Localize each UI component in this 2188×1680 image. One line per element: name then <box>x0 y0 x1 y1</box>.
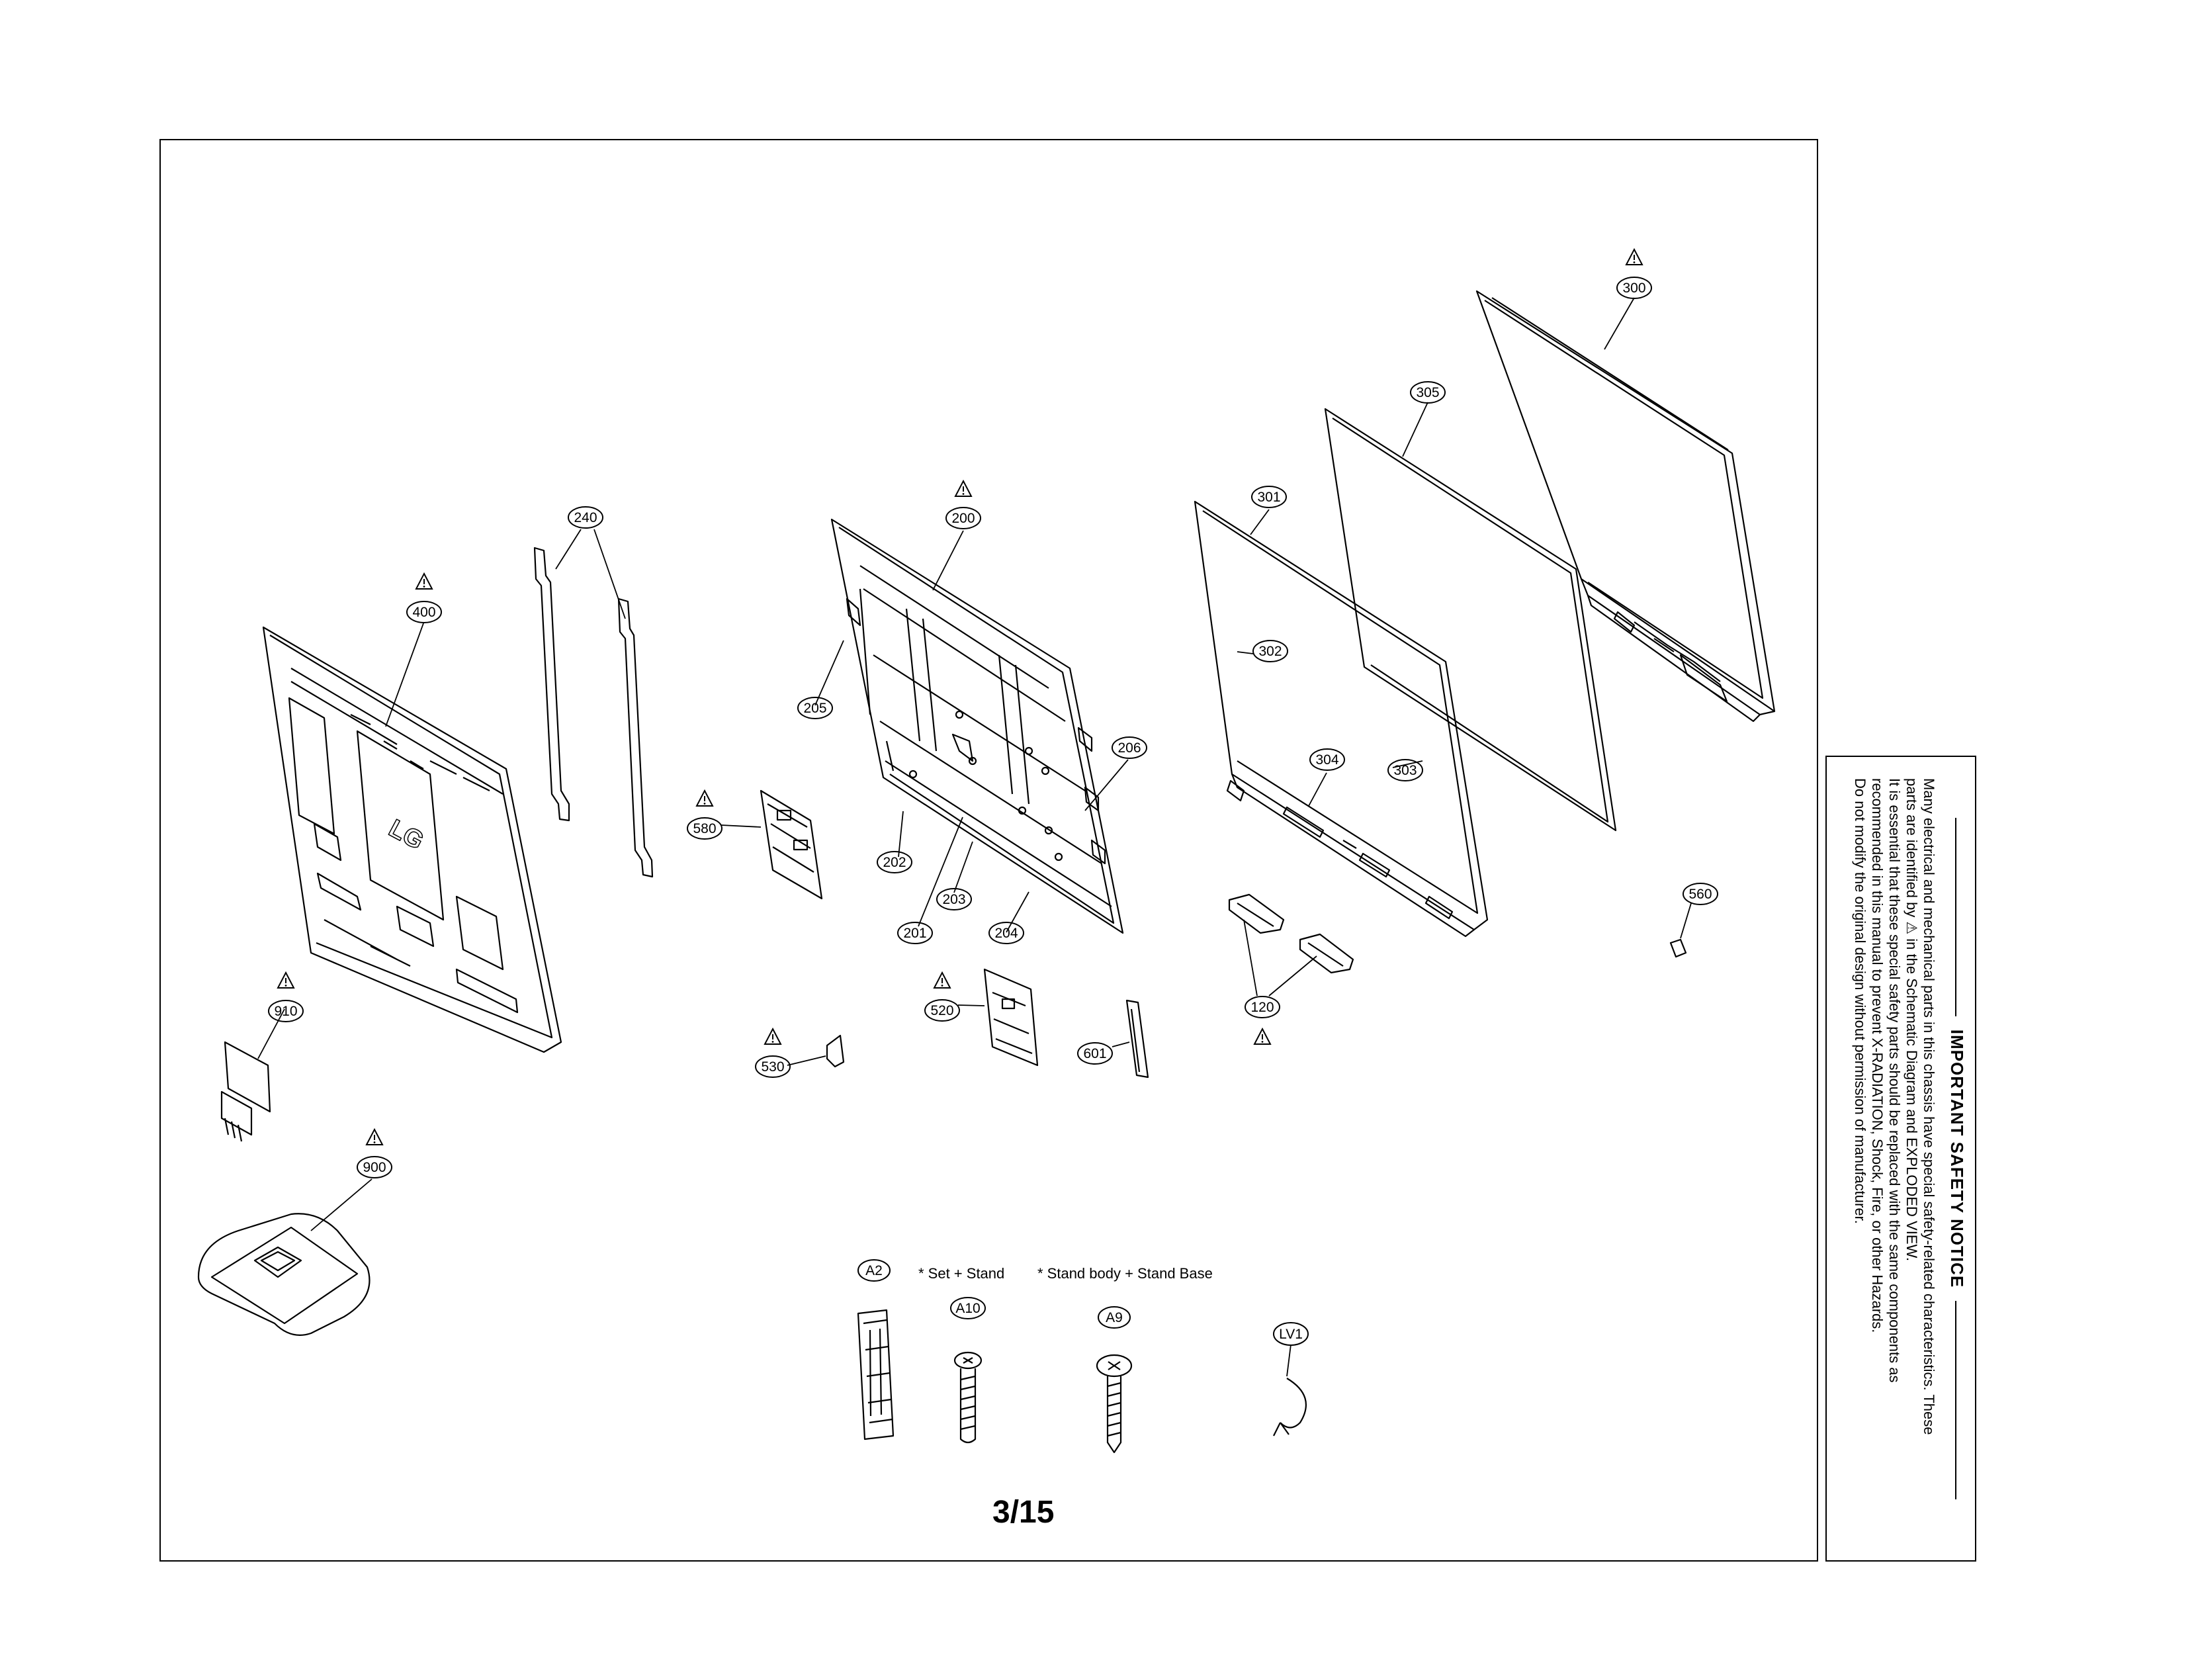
safety-notice: IMPORTANT SAFETY NOTICE Many electrical … <box>1825 756 1976 1562</box>
callout-206: 206 <box>1117 740 1141 756</box>
part-910 <box>220 1041 271 1142</box>
callout-202: 202 <box>883 855 906 870</box>
side-rails-240 <box>533 547 654 878</box>
safety-notice-box <box>1825 756 1976 1562</box>
part-560 <box>1669 938 1687 958</box>
safety-notice-line-2: parts are identified by ⚠ in the Schemat… <box>1904 778 1920 1262</box>
safety-notice-line-4: recommended in this manual to prevent X-… <box>1869 778 1886 1333</box>
board-520 <box>983 968 1039 1067</box>
callout-204: 204 <box>994 926 1018 941</box>
screw-A9 <box>1096 1354 1133 1454</box>
callout-A10: A10 <box>955 1301 980 1316</box>
callout-301: 301 <box>1257 490 1280 505</box>
callout-560: 560 <box>1688 887 1712 902</box>
safety-notice-line-5: Do not modify the original design withou… <box>1852 778 1868 1224</box>
speakers-120 <box>1228 893 1354 974</box>
callout-304: 304 <box>1315 752 1338 768</box>
back-cover-400 <box>262 626 562 1053</box>
callout-201: 201 <box>903 926 926 941</box>
callout-400: 400 <box>412 605 435 620</box>
page-number: 3/15 <box>992 1495 1055 1530</box>
stand-base-900 <box>197 1213 371 1336</box>
screw-A10 <box>953 1351 983 1444</box>
part-601 <box>1125 999 1149 1079</box>
callout-A9: A9 <box>1106 1310 1123 1325</box>
optical-sheet-305 <box>1324 408 1617 832</box>
callout-900: 900 <box>363 1160 386 1175</box>
stand-body-note: * Stand body + Stand Base <box>1037 1265 1213 1282</box>
callout-303: 303 <box>1393 763 1417 778</box>
callout-205: 205 <box>803 701 826 716</box>
callout-LV1: LV1 <box>1279 1327 1303 1342</box>
diagram-frame <box>159 139 1818 1562</box>
safety-notice-line-3: It is essential that these special safet… <box>1886 778 1903 1383</box>
callout-200: 200 <box>951 511 975 526</box>
chassis-200 <box>830 518 1124 934</box>
callout-305: 305 <box>1416 385 1439 400</box>
lcd-module-300 <box>1475 290 1776 723</box>
callout-302: 302 <box>1258 644 1282 659</box>
callout-530: 530 <box>761 1059 784 1075</box>
callout-580: 580 <box>693 821 716 836</box>
safety-notice-title: IMPORTANT SAFETY NOTICE <box>1947 778 1967 1539</box>
lg-logo: LG <box>384 815 428 856</box>
set-stand-note: * Set + Stand <box>918 1265 1004 1282</box>
callout-520: 520 <box>930 1003 953 1018</box>
callout-A2: A2 <box>865 1263 883 1278</box>
callout-ovals <box>268 277 1718 1346</box>
callout-910: 910 <box>274 1004 297 1019</box>
remote-control-A2 <box>857 1309 895 1440</box>
callout-240: 240 <box>574 510 597 525</box>
safety-notice-line-1: Many electrical and mechanical parts in … <box>1921 778 1937 1435</box>
callout-300: 300 <box>1622 281 1645 296</box>
callout-601: 601 <box>1083 1046 1106 1061</box>
leader-lines <box>257 297 1692 1377</box>
part-530 <box>826 1034 845 1068</box>
board-580 <box>760 789 823 900</box>
callout-120: 120 <box>1250 1000 1274 1015</box>
callout-203: 203 <box>942 892 965 907</box>
frame-assembly-301 <box>1194 500 1489 938</box>
cable-LV1 <box>1273 1378 1307 1437</box>
